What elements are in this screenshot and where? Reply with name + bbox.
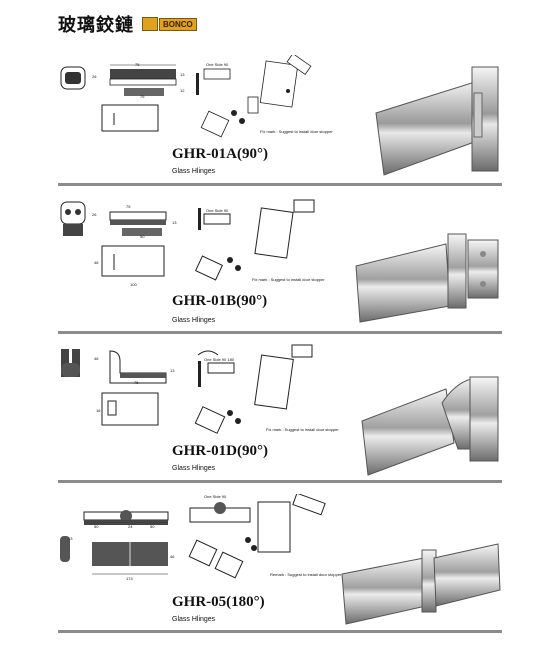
technical-drawings [60,199,315,281]
angle-label: One Side 90 [206,62,229,67]
side-view-drawing [60,66,86,90]
section-divider [58,183,502,186]
technical-drawings [60,494,326,579]
dimension-label: 24 [128,524,133,529]
dimension-label: 46 [94,356,99,361]
dimension-label: 46 [94,260,99,265]
model-name: GHR-01A(90°) [172,146,268,162]
model-name: GHR-01D(90°) [172,443,268,459]
front-view-drawing [101,104,159,132]
top-view-drawing [109,211,167,236]
dimension-label: 75 [134,380,139,385]
top-view-drawing [83,510,169,525]
dimension-label: 50 [94,524,99,529]
section-divider [58,480,502,483]
angle-label: One Side 90 [204,494,227,499]
installation-note: Fix mark : Suggest to install door stopp… [266,427,339,432]
product-subtitle: Glass Hlinges [172,317,216,324]
dimension-label: 46 [170,554,175,559]
dimension-label: 75 [135,62,140,67]
model-name: GHR-01B(90°) [172,293,268,309]
angle-label: One Side 90 [206,208,229,213]
dimension-label: 75 [126,204,131,209]
top-view-drawing [109,64,177,96]
product-photo [341,543,501,625]
page-title: 玻璃鉸鏈 [58,15,134,36]
front-view-drawing [101,245,165,277]
dimension-label: 13 [180,72,185,77]
product-section-ghr-01a [58,55,502,183]
product-photo [355,233,499,323]
dimension-label: 26 [92,74,97,79]
product-section-ghr-01b [58,196,502,330]
dimension-label: 26 [92,212,97,217]
side-view-drawing [61,349,80,377]
front-view-drawing [101,392,159,426]
installation-sketch [194,199,315,281]
dimension-label: 12 [180,88,185,93]
section-divider [58,331,502,334]
front-view-drawing [92,542,168,575]
section-divider [58,630,502,633]
page-header: 玻璃鉸鏈 BONCO [58,12,197,36]
technical-drawings [61,344,313,434]
product-section-ghr-01d [58,343,502,477]
dimension-label: 16 [96,408,101,413]
product-subtitle: Glass Hlinges [172,616,216,623]
dimension-label: 174 [126,576,133,581]
installation-sketch [194,344,313,434]
product-subtitle: Glass Hlinges [172,465,216,472]
dimension-label: 13 [172,220,177,225]
product-photo [361,376,499,476]
product-section-ghr-05 [58,494,502,632]
side-view-drawing [60,201,86,236]
angle-label: One Side 90 180 [204,357,235,362]
dimension-label: 13 [170,368,175,373]
installation-sketch [196,55,312,138]
installation-note: Fix mark : Suggest to install door stopp… [252,277,325,282]
brand-name: BONCO [159,17,197,31]
dimension-label: 13 [68,536,73,541]
installation-note: Remark : Suggest to install door stopper [270,572,342,577]
product-photo [375,66,499,176]
dimension-label: 50 [140,234,145,239]
brand-logo: BONCO [142,17,197,31]
dimension-label: 75 [140,94,145,99]
technical-drawings [60,55,312,138]
installation-note: Fix mark : Suggest to install door stopp… [260,129,333,134]
installation-sketch [188,494,326,579]
side-view-drawing [60,536,70,562]
product-subtitle: Glass Hlinges [172,168,216,175]
top-view-drawing [109,350,167,384]
brand-logo-mark [142,17,158,31]
dimension-label: 100 [130,282,137,287]
dimension-label: 50 [150,524,155,529]
model-name: GHR-05(180°) [172,594,265,610]
